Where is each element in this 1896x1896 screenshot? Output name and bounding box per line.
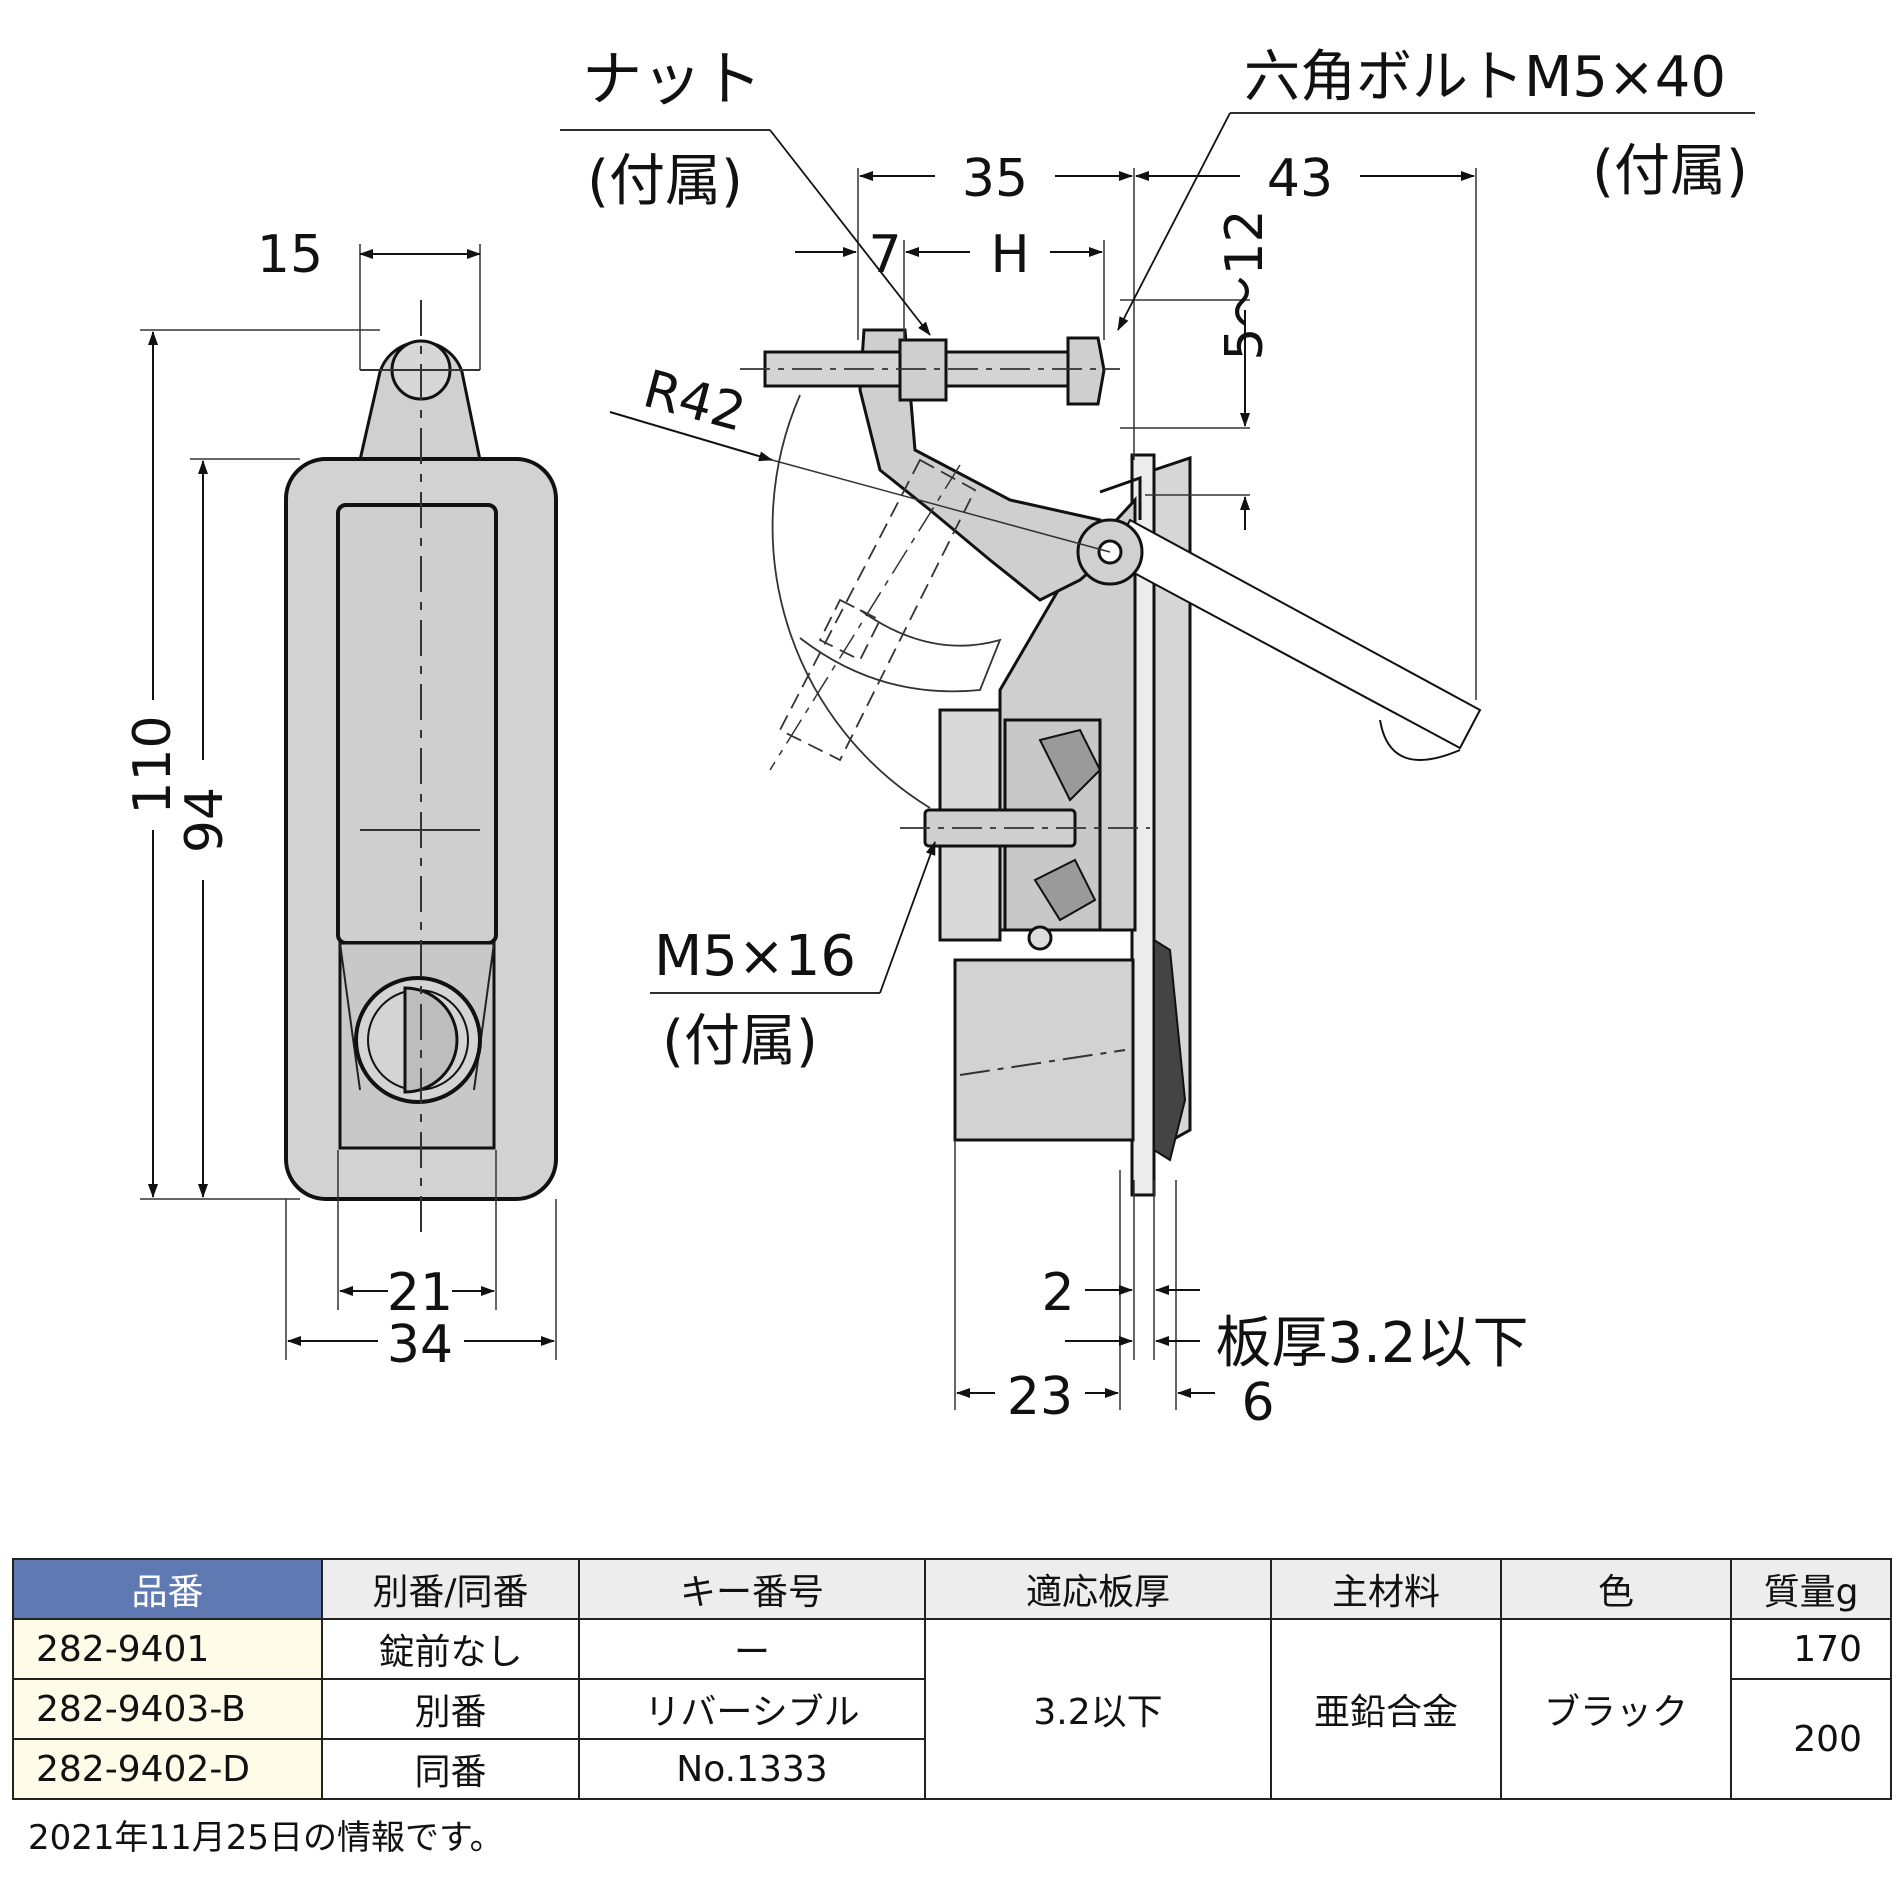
header-mass: 質量g: [1730, 1558, 1892, 1620]
dim-23-label: 23: [1007, 1367, 1073, 1427]
nut-label: ナット: [582, 45, 762, 115]
header-key-no: キー番号: [578, 1558, 926, 1620]
dim-35-label: 35: [962, 149, 1028, 209]
dim-5-12-label: 5～12: [1215, 209, 1275, 360]
screw-note: (付属): [662, 1009, 818, 1074]
technical-drawing: 15 110 94 21 34: [123, 45, 1755, 1433]
header-color: 色: [1500, 1558, 1732, 1620]
dim-21-label: 21: [387, 1263, 453, 1323]
header-plate-thickness: 適応板厚: [924, 1558, 1272, 1620]
dim-15-label: 15: [257, 225, 323, 285]
plate-thickness-cell: 3.2以下: [924, 1618, 1272, 1800]
part-no-cell: 282-9403-B: [12, 1678, 323, 1740]
info-date-note: 2021年11月25日の情報です。: [28, 1818, 504, 1858]
spec-table: 品番 別番/同番 キー番号 適応板厚 主材料 色 質量g 282-9401 錠前…: [12, 1558, 1892, 1800]
material-cell: 亜鉛合金: [1270, 1618, 1502, 1800]
front-view: 15 110 94 21 34: [123, 225, 558, 1375]
dim-43-label: 43: [1267, 149, 1333, 209]
table-row: 282-9401 錠前なし ー 3.2以下 亜鉛合金 ブラック 170: [12, 1618, 1892, 1800]
header-key-type: 別番/同番: [321, 1558, 580, 1620]
dim-94-label: 94: [175, 787, 235, 853]
key-no-cell: リバーシブル: [578, 1678, 926, 1740]
color-cell: ブラック: [1500, 1618, 1732, 1800]
dim-6-label: 6: [1241, 1373, 1274, 1433]
table-row: 282-9403-B 別番 リバーシブル 200: [12, 1678, 1892, 1800]
dim-h-label: H: [990, 225, 1029, 285]
part-no-cell: 282-9401: [12, 1618, 323, 1680]
plate-thickness-label: 板厚3.2以下: [1215, 1311, 1528, 1376]
screw-label: M5×16: [654, 924, 856, 989]
side-view: 35 43 7 H 5～12 R42 ナット (付属) 六角ボルトM5×40 (…: [560, 45, 1755, 1433]
table-row: 282-9402-D 同番 No.1333: [12, 1738, 1891, 1800]
mass-cell: 200: [1730, 1678, 1892, 1800]
dim-2-label: 2: [1041, 1263, 1074, 1323]
mass-cell: 170: [1730, 1618, 1892, 1680]
dim-7-label: 7: [868, 225, 901, 285]
key-type-cell: 別番: [321, 1678, 580, 1740]
header-part-no: 品番: [12, 1558, 323, 1620]
key-no-cell: No.1333: [578, 1738, 926, 1800]
dim-34-label: 34: [387, 1315, 453, 1375]
part-no-cell: 282-9402-D: [12, 1738, 323, 1800]
header-material: 主材料: [1270, 1558, 1502, 1620]
hex-bolt-note: (付属): [1592, 139, 1748, 204]
dim-110-label: 110: [123, 715, 183, 814]
key-no-cell: ー: [578, 1618, 926, 1680]
radius-label: R42: [637, 359, 751, 443]
nut-note: (付属): [587, 149, 743, 214]
hex-bolt-label: 六角ボルトM5×40: [1244, 45, 1726, 110]
table-header-row: 品番 別番/同番 キー番号 適応板厚 主材料 色 質量g: [12, 1558, 1892, 1620]
key-type-cell: 錠前なし: [321, 1618, 580, 1680]
key-type-cell: 同番: [321, 1738, 580, 1800]
